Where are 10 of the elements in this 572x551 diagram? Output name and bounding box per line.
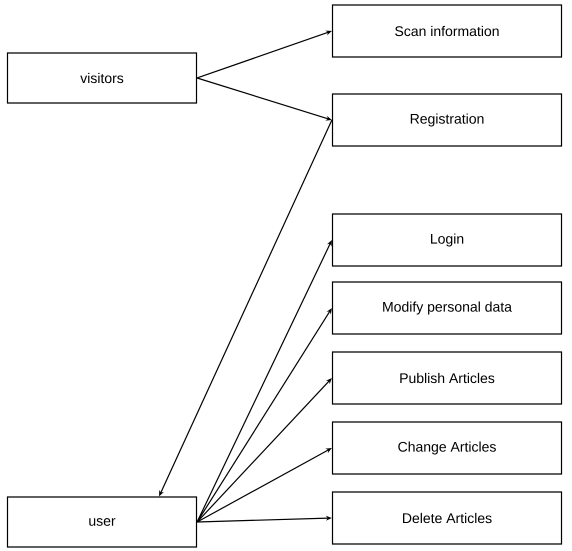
process-box: Modify personal data (332, 281, 562, 335)
process-box: Publish Articles (332, 351, 562, 405)
process-box: Delete Articles (332, 491, 562, 545)
process-box: Change Articles (332, 421, 562, 475)
arrow (196, 378, 332, 522)
process-box: Scan information (332, 4, 562, 58)
process-box: user (6, 496, 198, 548)
process-box: Login (332, 213, 562, 267)
process-box: visitors (6, 52, 198, 104)
process-box: Registration (332, 93, 562, 147)
